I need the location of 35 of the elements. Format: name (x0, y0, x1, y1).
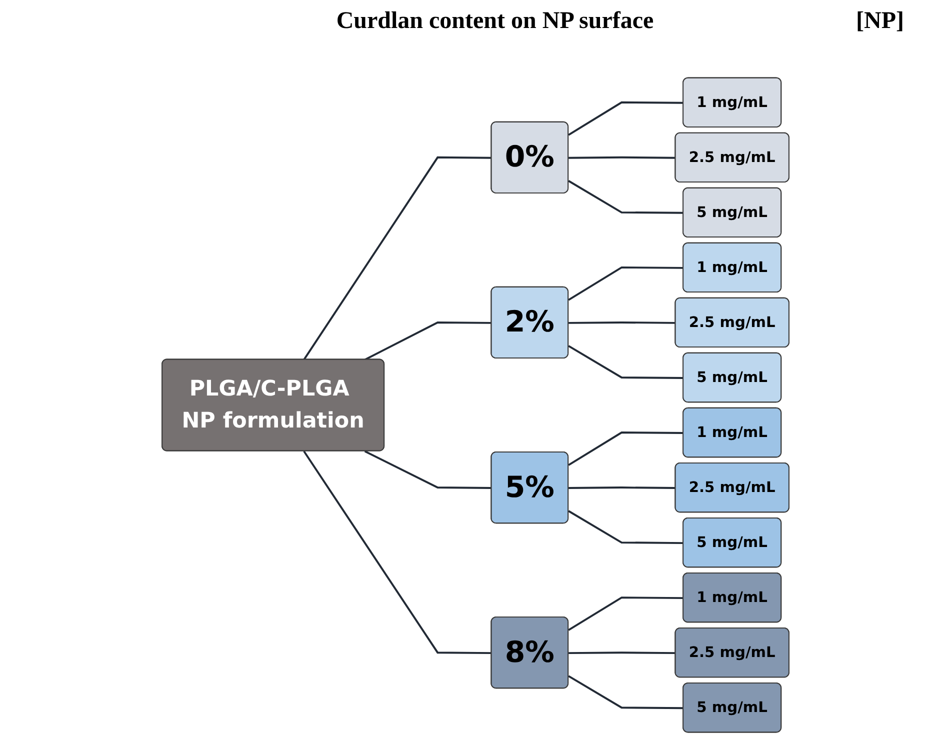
category-box: 5 mg/mL (682, 682, 782, 733)
connector-line (568, 486, 676, 489)
connector-line (568, 345, 684, 379)
category-box: 1 mg/mL (682, 407, 782, 458)
category-box: 2.5 mg/mL (674, 462, 790, 513)
category-box: 5% (490, 452, 569, 524)
connector-line (568, 156, 676, 159)
category-box: 5 mg/mL (682, 352, 782, 403)
category-box: 5 mg/mL (682, 187, 782, 238)
connector-line (568, 180, 684, 214)
category-box: 2.5 mg/mL (674, 297, 790, 348)
connector-line (568, 675, 684, 710)
connector-line (568, 510, 684, 544)
connector-line (303, 450, 492, 654)
column-heading: Curdlan content on NP surface (335, 8, 655, 35)
connector-line (568, 432, 684, 466)
connector-line (568, 266, 684, 301)
category-box: 2.5 mg/mL (674, 132, 790, 182)
connector-line (364, 321, 492, 361)
category-box: 8% (490, 616, 569, 689)
connector-line (303, 156, 492, 360)
category-box: 1 mg/mL (682, 572, 782, 623)
category-box: 1 mg/mL (682, 242, 782, 293)
process-box: PLGA/C-PLGA NP formulation (162, 358, 385, 452)
connector-line (568, 652, 676, 654)
category-box: 2% (490, 286, 569, 358)
category-box: 5 mg/mL (682, 517, 782, 568)
category-box: 2.5 mg/mL (674, 628, 790, 678)
column-heading: [NP] (855, 8, 905, 35)
category-box: 1 mg/mL (682, 77, 782, 128)
connector-line (568, 321, 676, 324)
connector-line (568, 596, 684, 631)
connector-line (568, 101, 684, 136)
connector-line (364, 450, 492, 489)
category-box: 0% (490, 121, 569, 194)
